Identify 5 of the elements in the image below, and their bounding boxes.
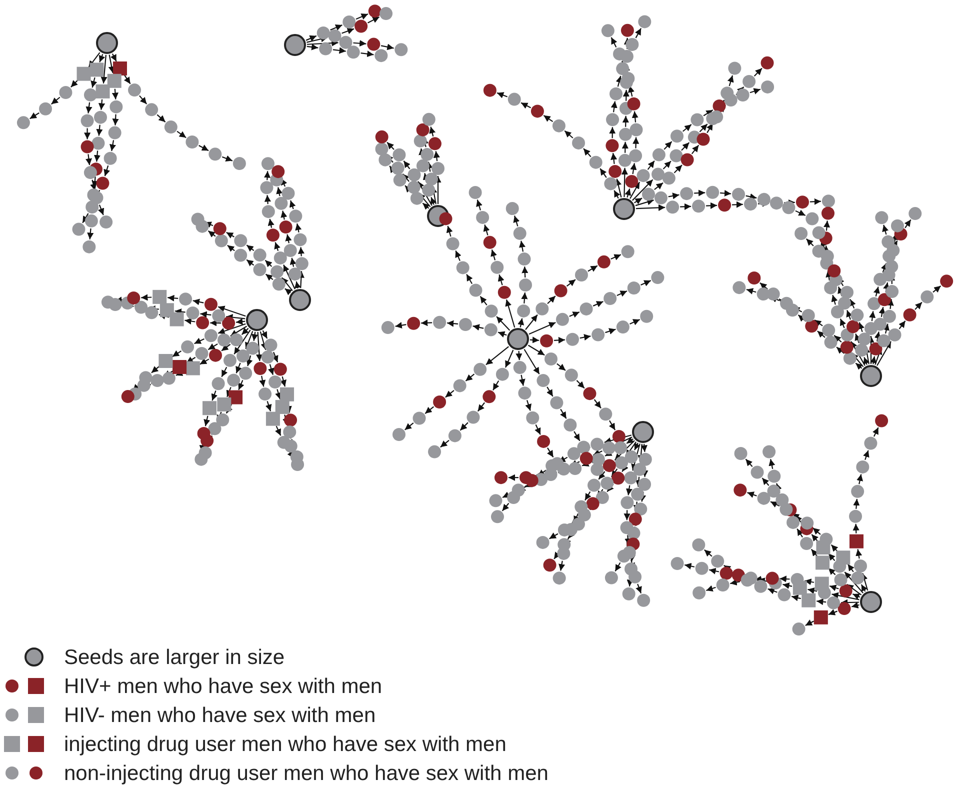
- legend-text: HIV- men who have sex with men: [64, 704, 376, 726]
- legend-text: non-injecting drug user men who have sex with men: [64, 762, 548, 784]
- legend-text: HIV+ men who have sex with men: [64, 676, 382, 696]
- legend-text: Seeds are larger in size: [64, 646, 285, 668]
- legend-text: injecting drug user men who have sex with men: [64, 734, 506, 754]
